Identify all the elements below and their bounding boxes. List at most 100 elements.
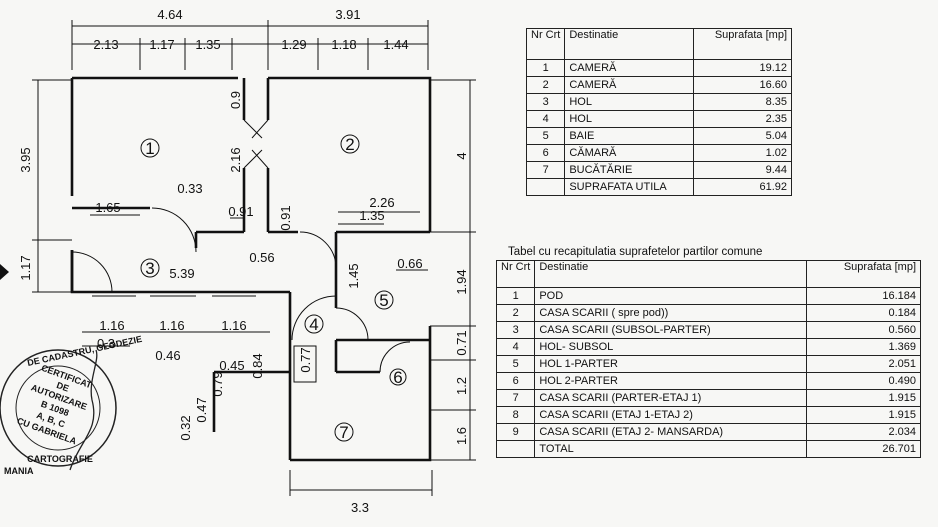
dim-0.3: 0.3 — [97, 336, 115, 351]
dim-0.33: 0.33 — [177, 181, 202, 196]
cell-destination: TOTAL — [534, 440, 807, 458]
floor-plan: 4.64 3.91 2.13 1.17 1.35 1.29 1.18 1.44 … — [0, 7, 476, 515]
cell-area: 1.02 — [692, 144, 793, 162]
room-number-7: 7 — [339, 423, 348, 442]
dim-0.77: 0.77 — [298, 347, 313, 372]
cell-nr: 1 — [525, 59, 566, 77]
cell-destination: CASA SCARII (ETAJ 2- MANSARDA) — [534, 423, 807, 441]
dim-door-2.16: 2.16 — [228, 147, 243, 172]
cell-area: 9.44 — [692, 161, 793, 179]
dim-2.26: 2.26 — [369, 195, 394, 210]
dim-top-left: 4.64 — [157, 7, 182, 22]
cadastre-stamp: DE CADASTRU, GEODEZIE CARTOGRAFIE MANIA … — [0, 334, 143, 476]
cell-destination: CASA SCARII (PARTER-ETAJ 1) — [534, 389, 807, 407]
dim-1.45: 1.45 — [346, 263, 361, 288]
dim-5.39: 5.39 — [169, 266, 194, 281]
cell-destination: HOL — [564, 93, 694, 111]
cell-destination: CAMERĂ — [564, 76, 694, 94]
dim-1.35: 1.35 — [359, 208, 384, 223]
dim-1.65: 1.65 — [95, 200, 120, 215]
cell-destination: BUCĂTĂRIE — [564, 161, 694, 179]
room-number-5: 5 — [379, 291, 388, 310]
cell-destination: CASA SCARII (ETAJ 1-ETAJ 2) — [534, 406, 807, 424]
cell-destination: HOL 1-PARTER — [534, 355, 807, 373]
cell-nr — [525, 178, 566, 196]
stamp-ring-left: MANIA — [4, 466, 34, 476]
cell-nr: 5 — [495, 355, 536, 373]
dim-0.79: 0.79 — [210, 371, 225, 396]
cell-nr: 9 — [495, 423, 536, 441]
cell-area: 1.915 — [805, 389, 922, 407]
table-header-row: Nr Crt Destinatie Suprafata [mp] — [495, 260, 922, 288]
cell-nr: 5 — [525, 127, 566, 145]
cell-nr: 6 — [495, 372, 536, 390]
cell-area: 19.12 — [692, 59, 793, 77]
dim-0.46: 0.46 — [155, 348, 180, 363]
dim-top-sub-1: 2.13 — [93, 37, 118, 52]
cell-area: 16.184 — [805, 287, 922, 305]
dim-right-1: 4 — [454, 152, 469, 159]
cell-destination: CASA SCARII ( spre pod)) — [534, 304, 807, 322]
room-number-6: 6 — [393, 368, 402, 387]
cell-nr: 6 — [525, 144, 566, 162]
dim-0.32: 0.32 — [178, 415, 193, 440]
dim-3.3: 3.3 — [351, 500, 369, 515]
dim-0.56: 0.56 — [249, 250, 274, 265]
dim-door-0.9: 0.9 — [228, 91, 243, 109]
cell-area: 2.35 — [692, 110, 793, 128]
dim-right-3: 0.71 — [454, 330, 469, 355]
cell-area: 1.915 — [805, 406, 922, 424]
stamp-line-2: DE — [55, 380, 70, 394]
cell-destination: CĂMARĂ — [564, 144, 694, 162]
cell-area: 26.701 — [805, 440, 922, 458]
cell-nr: 2 — [525, 76, 566, 94]
cell-destination: POD — [534, 287, 807, 305]
stamp-ring-bottom: CARTOGRAFIE — [27, 454, 93, 464]
room-number-2: 2 — [345, 135, 354, 154]
cell-nr: 3 — [495, 321, 536, 339]
col-header-area: Suprafata [mp] — [805, 260, 922, 288]
cell-area: 0.560 — [805, 321, 922, 339]
col-header-area: Suprafata [mp] — [692, 28, 793, 60]
cell-nr: 4 — [525, 110, 566, 128]
cell-area: 8.35 — [692, 93, 793, 111]
cell-nr: 3 — [525, 93, 566, 111]
cell-destination: CASA SCARII (SUBSOL-PARTER) — [534, 321, 807, 339]
cell-area: 2.051 — [805, 355, 922, 373]
cell-nr: 8 — [495, 406, 536, 424]
dim-0.66: 0.66 — [397, 256, 422, 271]
dim-1.16-b: 1.16 — [159, 318, 184, 333]
dim-top-sub-5: 1.18 — [331, 37, 356, 52]
cell-destination: CAMERĂ — [564, 59, 694, 77]
cell-area: 5.04 — [692, 127, 793, 145]
dim-1.16-a: 1.16 — [99, 318, 124, 333]
cell-destination: SUPRAFATA UTILA — [564, 178, 694, 196]
cell-destination: BAIE — [564, 127, 694, 145]
cell-destination: HOL- SUBSOL — [534, 338, 807, 356]
col-header-destination: Destinatie — [564, 28, 694, 60]
table-header-row: Nr Crt Destinatie Suprafata [mp] — [525, 28, 793, 60]
cell-destination: HOL 2-PARTER — [534, 372, 807, 390]
dim-0.47: 0.47 — [194, 397, 209, 422]
common-areas-table-title: Tabel cu recapitulatia suprafetelor part… — [508, 246, 763, 258]
dim-top-sub-4: 1.29 — [281, 37, 306, 52]
dim-0.91-a: 0.91 — [228, 204, 253, 219]
cell-nr: 2 — [495, 304, 536, 322]
cell-destination: HOL — [564, 110, 694, 128]
